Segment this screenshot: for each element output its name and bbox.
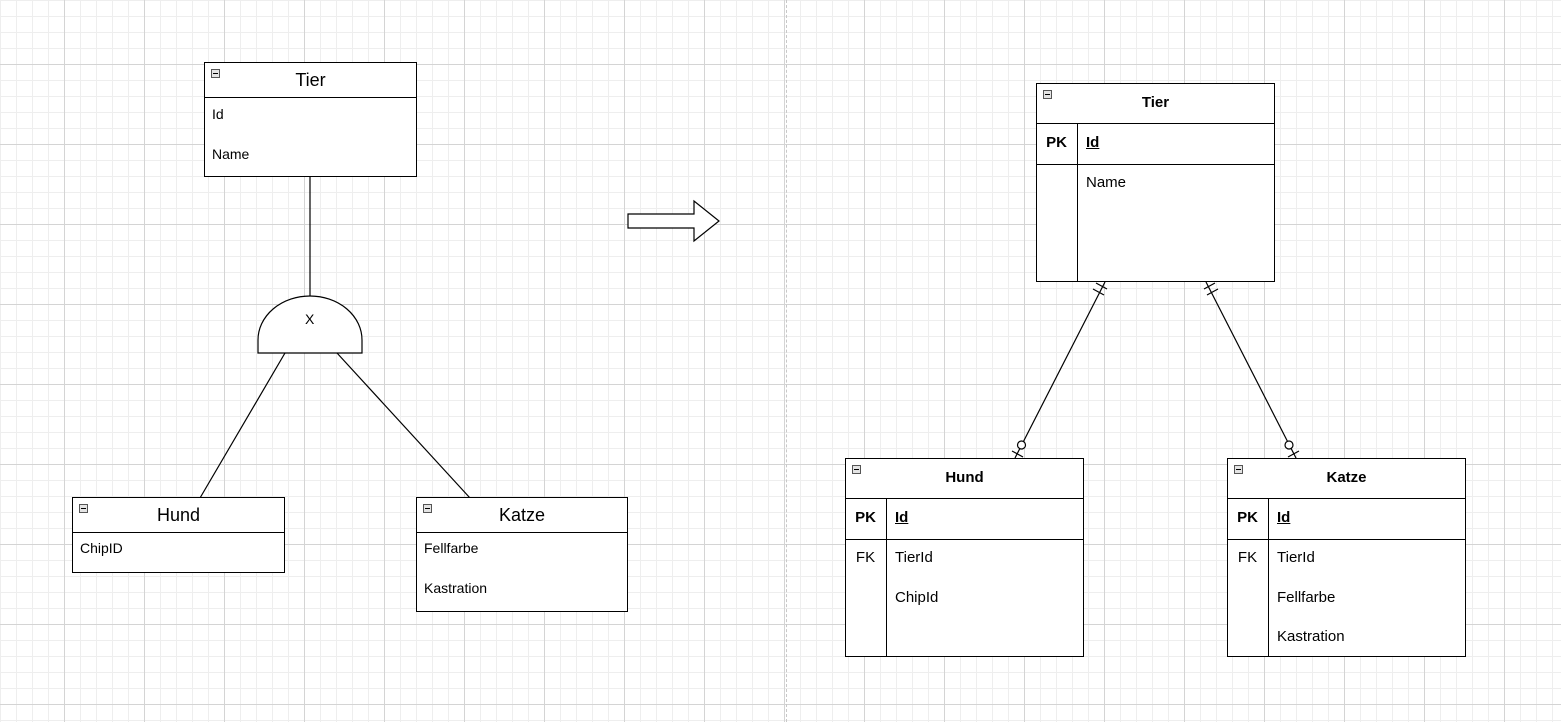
attribute: Fellfarbe — [424, 540, 479, 556]
pk-row — [1228, 499, 1465, 540]
collapse-icon[interactable] — [79, 504, 88, 513]
collapse-icon[interactable] — [852, 465, 861, 474]
table-title: Hund — [945, 469, 984, 486]
table-header: Hund — [846, 459, 1083, 499]
table-hund[interactable]: Hund PK Id FK TierId ChipId — [845, 458, 1084, 657]
key-column — [846, 499, 887, 656]
key-column — [1228, 499, 1269, 656]
pk-row — [846, 499, 1083, 540]
attribute: Kastration — [424, 580, 488, 596]
entity-tier[interactable]: Tier Id Name — [204, 62, 417, 177]
transform-arrow-icon — [627, 199, 720, 243]
table-column: TierId — [895, 549, 933, 566]
pk-label: PK — [1046, 134, 1067, 151]
fk-label: FK — [1237, 549, 1258, 566]
entity-title: Hund — [156, 505, 201, 525]
pk-column: Id — [895, 509, 909, 526]
pk-column: Id — [1277, 509, 1291, 526]
table-column: ChipId — [895, 589, 939, 606]
disjoint-to-hund-line[interactable] — [199, 352, 286, 499]
entity-title: Tier — [295, 70, 326, 90]
canvas-divider — [786, 0, 787, 722]
table-title: Tier — [1141, 94, 1170, 111]
attribute: Name — [212, 146, 250, 162]
table-column: Name — [1086, 174, 1127, 191]
table-column: Fellfarbe — [1277, 589, 1336, 606]
attribute: ChipID — [80, 540, 123, 556]
disjoint-specialization-symbol[interactable] — [257, 295, 363, 354]
table-header: Katze — [1228, 459, 1465, 499]
attribute: Id — [212, 106, 224, 122]
pk-column: Id — [1086, 134, 1100, 151]
table-katze[interactable]: Katze PK Id FK TierId Fellfarbe Kastrati… — [1227, 458, 1466, 657]
table-header: Tier — [1037, 84, 1274, 124]
table-column: TierId — [1277, 549, 1315, 566]
pk-label: PK — [855, 509, 876, 526]
tier-hund-relationship[interactable] — [1011, 281, 1108, 459]
entity-katze[interactable]: Katze Fellfarbe Kastration — [416, 497, 628, 612]
collapse-icon[interactable] — [1043, 90, 1052, 99]
tier-katze-relationship[interactable] — [1203, 281, 1300, 459]
table-title: Katze — [1326, 469, 1367, 486]
table-column: Kastration — [1277, 628, 1345, 645]
entity-header: Hund — [73, 498, 284, 533]
pk-label: PK — [1237, 509, 1258, 526]
fk-label: FK — [855, 549, 876, 566]
collapse-icon[interactable] — [423, 504, 432, 513]
entity-header: Katze — [417, 498, 627, 533]
pk-row — [1037, 124, 1274, 165]
key-column — [1037, 124, 1078, 281]
disjoint-to-katze-line[interactable] — [336, 352, 471, 499]
entity-title: Katze — [498, 505, 546, 525]
entity-hund[interactable]: Hund ChipID — [72, 497, 285, 573]
disjoint-label: X — [305, 311, 315, 327]
collapse-icon[interactable] — [211, 69, 220, 78]
entity-header: Tier — [205, 63, 416, 98]
collapse-icon[interactable] — [1234, 465, 1243, 474]
table-tier[interactable]: Tier PK Id Name — [1036, 83, 1275, 282]
